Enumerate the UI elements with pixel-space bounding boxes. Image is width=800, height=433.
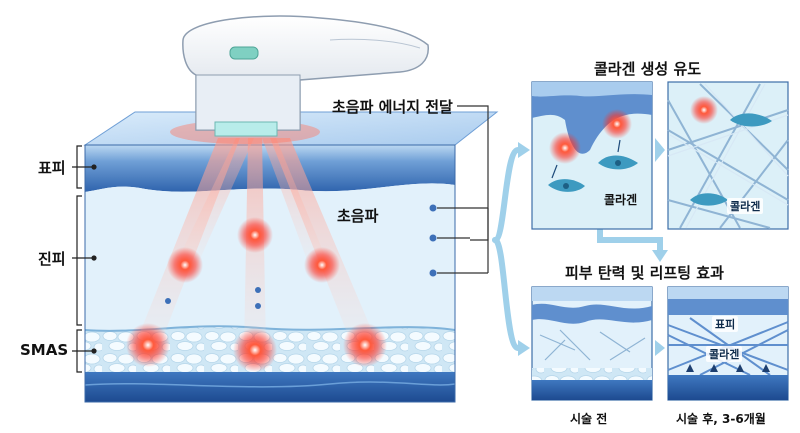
dermis-label: 진피 — [38, 250, 66, 268]
elasticity-title: 피부 탄력 및 리프팅 효과 — [565, 264, 724, 282]
energy-transfer-label: 초음파 에너지 전달 — [332, 98, 453, 116]
smas-label: SMAS — [20, 341, 69, 359]
focal-point — [233, 328, 277, 372]
before-panel — [531, 286, 653, 401]
ultrasound-beams — [135, 138, 378, 350]
focal-point — [237, 217, 273, 253]
focal-point — [343, 323, 387, 367]
hifu-device — [170, 15, 429, 144]
focal-point — [167, 247, 203, 283]
after-label: 시술 후, 3-6개월 — [676, 412, 766, 426]
collagen-label-b: 콜라겐 — [727, 198, 764, 214]
focal-points — [126, 204, 437, 372]
dermis-layer — [85, 183, 455, 331]
device-button — [229, 46, 259, 60]
ultrasound-label: 초음파 — [337, 207, 379, 225]
connector-lines — [437, 105, 489, 274]
focal-point — [126, 323, 170, 367]
epidermis-label: 표피 — [38, 159, 66, 177]
flow-arrows — [492, 147, 663, 351]
collagen-panel-left — [531, 81, 653, 230]
before-label: 시술 전 — [570, 412, 608, 426]
after-epidermis-label: 표피 — [712, 316, 739, 332]
after-collagen-label: 콜라겐 — [706, 346, 743, 362]
collagen-induction-title: 콜라겐 생성 유도 — [594, 60, 702, 78]
epidermis-layer — [85, 145, 455, 192]
layer-brackets — [72, 145, 97, 373]
focal-point — [304, 247, 340, 283]
after-panel — [667, 286, 789, 401]
collagen-label-a: 콜라겐 — [604, 193, 638, 207]
